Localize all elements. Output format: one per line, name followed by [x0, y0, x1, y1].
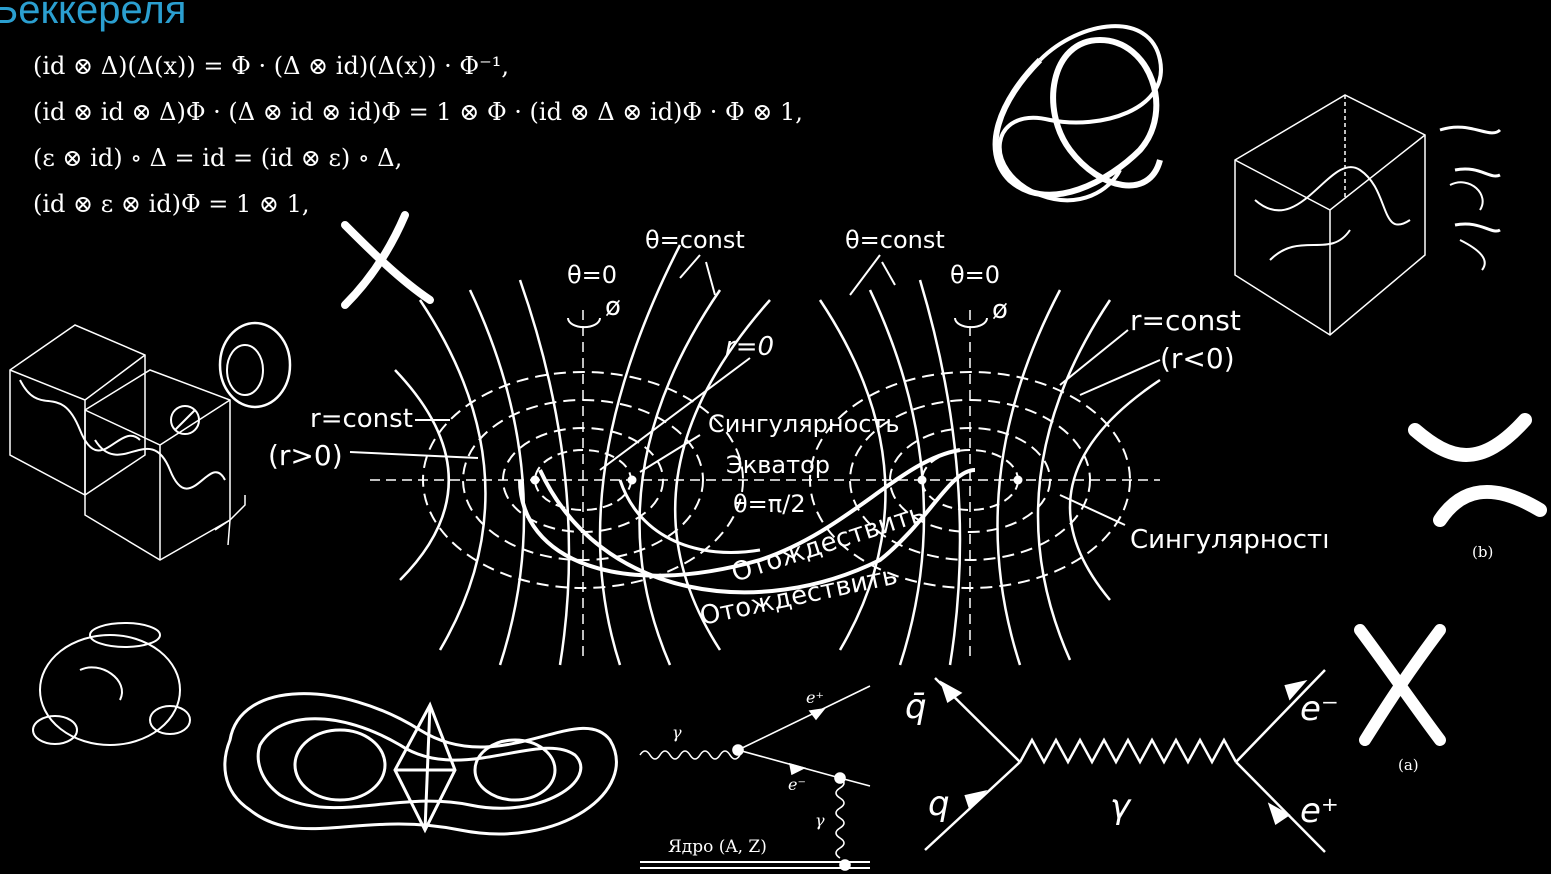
caption-a: (a) [1398, 756, 1419, 774]
tube-junction-b [1415, 420, 1540, 520]
label-singularity-center: Сингулярность [708, 410, 900, 438]
label-theta-half-pi: θ=π/2 [733, 490, 806, 518]
crossing-tube-sketch [345, 215, 430, 305]
label-r-const-right: r=const [1130, 304, 1241, 337]
label-theta-zero-left: θ=0 [567, 261, 617, 289]
label-identify-2: Отождествить [697, 561, 900, 632]
label-e-minus-2: e⁻ [1300, 689, 1339, 729]
trefoil-knot-sketch [996, 26, 1161, 200]
label-gamma-in: γ [672, 723, 682, 742]
label-e-minus-1: e⁻ [788, 775, 806, 794]
label-theta-zero-right: θ=0 [950, 261, 1000, 289]
tube-junction-a [1360, 630, 1440, 740]
label-r-negative: (r<0) [1160, 342, 1235, 375]
label-gamma-mid: γ [1110, 787, 1132, 827]
label-r-positive: (r>0) [268, 439, 343, 472]
label-r-const-left: r=const [310, 404, 413, 434]
label-nucleus: Ядро (A, Z) [668, 837, 767, 857]
label-r-zero: r=0 [725, 332, 774, 362]
caption-b: (b) [1472, 543, 1493, 561]
ribbon-figure-eight-sketch [225, 694, 616, 834]
pants-surface-sketch [33, 623, 190, 745]
wireframe-box-top-right [1235, 95, 1500, 335]
label-theta-const-left: θ=const [645, 226, 745, 254]
label-singularity-right: Сингулярностı [1130, 525, 1329, 555]
label-q-bar: q̄ [905, 687, 927, 727]
label-q: q [928, 784, 950, 824]
label-equator: Экватор [726, 451, 830, 479]
label-theta-const-right: θ=const [845, 226, 945, 254]
label-e-plus-1: e⁺ [806, 688, 824, 707]
label-e-plus-2: e⁺ [1300, 791, 1339, 831]
label-phi-left: ø [605, 292, 621, 322]
label-gamma-out: γ [815, 811, 825, 830]
saddle-surface-boxes [10, 323, 290, 560]
label-phi-right: ø [992, 295, 1008, 325]
